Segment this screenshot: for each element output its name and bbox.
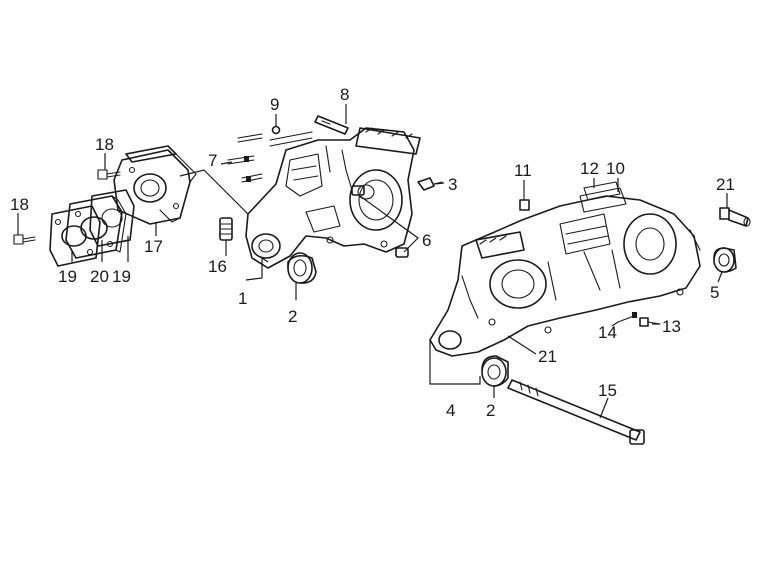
part-bolt-11	[519, 189, 530, 211]
part-bolt-18-left	[13, 234, 36, 245]
callout-21-lower: 21	[538, 347, 557, 366]
callout-13: 13	[662, 317, 681, 336]
part-bushing-2-upper	[287, 252, 317, 284]
callout-18-left: 18	[10, 195, 29, 214]
callout-10: 10	[606, 159, 625, 178]
callout-5: 5	[710, 283, 719, 302]
part-nut-9	[269, 125, 313, 147]
callout-19-rear: 19	[112, 267, 131, 286]
callout-20: 20	[90, 267, 109, 286]
callout-19-front: 19	[58, 267, 77, 286]
part-bolt-16	[219, 217, 233, 241]
callout-18-upper: 18	[95, 135, 114, 154]
part-bolt-14	[617, 312, 637, 323]
callout-21-upper: 21	[716, 175, 735, 194]
part-intake-manifold-17	[113, 145, 197, 225]
part-pin-8	[314, 115, 349, 135]
part-crankcase-left-1	[245, 127, 421, 269]
part-crankcase-right-4	[429, 187, 701, 357]
callout-9: 9	[270, 95, 279, 114]
callout-17: 17	[144, 237, 163, 256]
part-bushing-2-lower	[481, 355, 509, 387]
callout-1: 1	[238, 289, 247, 308]
callout-11: 11	[514, 161, 532, 180]
part-screw-13	[639, 317, 661, 327]
callout-15: 15	[598, 381, 617, 400]
callout-7: 7	[208, 151, 217, 170]
part-cover-12	[583, 181, 621, 201]
callout-2-lower: 2	[486, 401, 495, 420]
callout-8: 8	[340, 85, 349, 104]
part-oil-seal-5	[713, 247, 737, 273]
leader-lines	[17, 104, 728, 419]
part-gasket-19-rear	[89, 189, 135, 247]
part-shaft-15	[507, 379, 645, 445]
part-studs-7	[227, 133, 263, 183]
callout-14: 14	[598, 323, 617, 342]
callout-2-upper: 2	[288, 307, 297, 326]
part-bolt-21-upper	[719, 207, 751, 227]
callout-4: 4	[446, 401, 455, 420]
callout-3: 3	[448, 175, 457, 194]
callout-16: 16	[208, 257, 227, 276]
part-dowel-6	[351, 185, 409, 258]
callout-6: 6	[422, 231, 431, 250]
callout-labels: 18 19 20 19 18 17 16 7 9 8 3 6 1 2 11 12…	[10, 85, 735, 420]
callout-12: 12	[580, 159, 599, 178]
